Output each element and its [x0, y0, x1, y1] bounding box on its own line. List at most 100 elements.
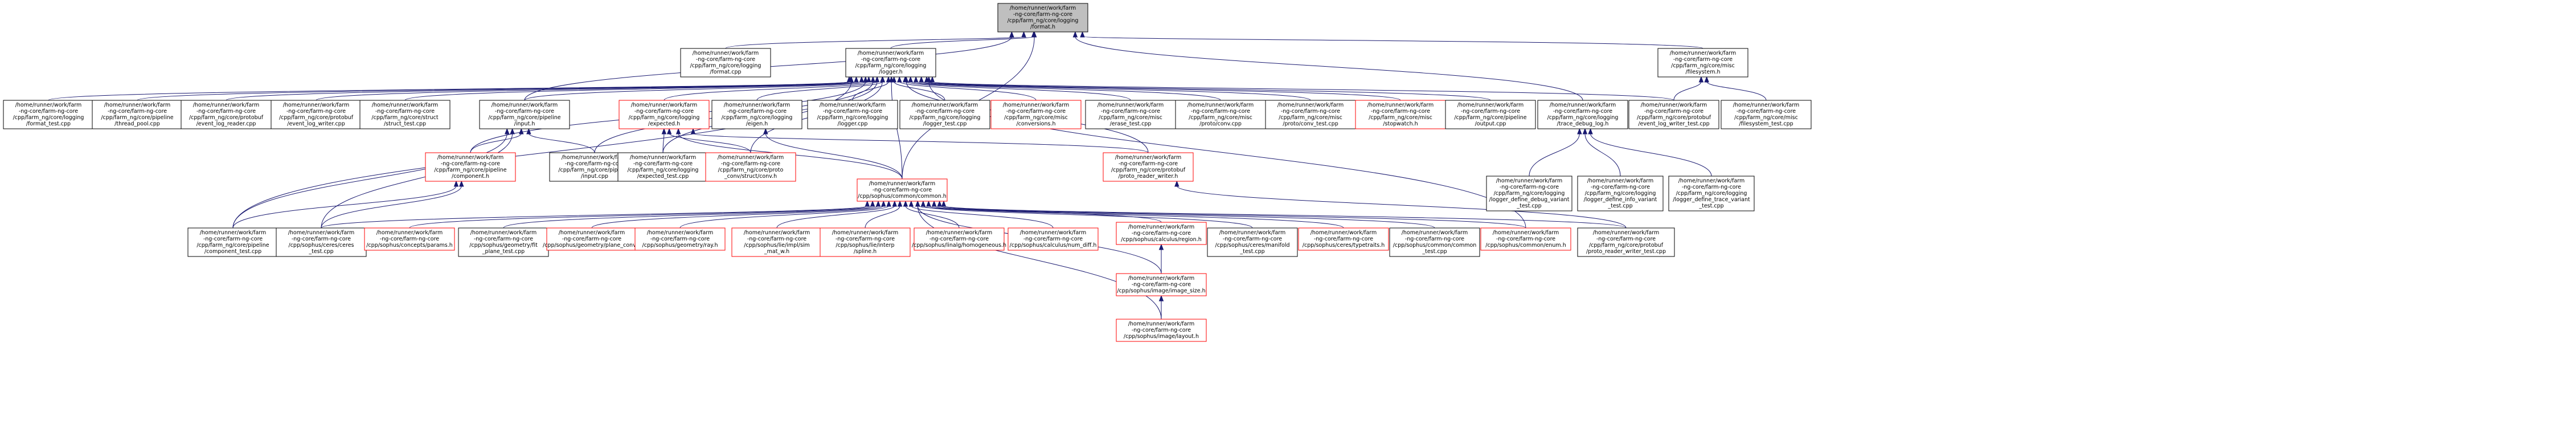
node-label-line: /cpp/sophus/concepts/params.h [366, 242, 453, 249]
node-format-h[interactable]: /home/runner/work/farm-ng-core/farm-ng-c… [997, 3, 1088, 32]
edge-line [1706, 81, 1767, 101]
edge-typetraits-to-common-h [926, 200, 1344, 229]
node-expected-test[interactable]: /home/runner/work/farm-ng-core/farm-ng-c… [617, 152, 708, 182]
node-box [1657, 48, 1748, 78]
node-format-test[interactable]: /home/runner/work/farm-ng-core/farm-ng-c… [3, 100, 94, 129]
node-label-line: -ng-core/farm-ng-core [292, 236, 351, 242]
node-spline-h: /home/runner/work/farm-ng-core/farm-ng-c… [820, 227, 911, 257]
node-component-test[interactable]: /home/runner/work/farm-ng-core/farm-ng-c… [187, 227, 279, 257]
edge-arrowhead [874, 76, 880, 83]
node-label-line: /cpp/farm_ng/core/pipeline [558, 167, 630, 173]
edge-arrowhead [1009, 31, 1014, 38]
node-proto-rw-test[interactable]: /home/runner/work/farm-ng-core/farm-ng-c… [1577, 227, 1675, 257]
node-label-line: -ng-core/farm-ng-core [1119, 161, 1178, 167]
node-input-h[interactable]: /home/runner/work/farm-ng-core/farm-ng-c… [479, 100, 570, 129]
node-label-line: /cpp/sophus/image/layout.h [1124, 333, 1199, 340]
node-debug-variant[interactable]: /home/runner/work/farm-ng-core/farm-ng-c… [1486, 176, 1572, 211]
node-label-line: /input.cpp [581, 173, 608, 180]
node-logger-h[interactable]: /home/runner/work/farm-ng-core/farm-ng-c… [845, 48, 936, 78]
node-erase-test[interactable]: /home/runner/work/farm-ng-core/farm-ng-c… [1085, 100, 1176, 129]
node-box [1008, 227, 1099, 251]
node-label-line: /event_log_reader.cpp [196, 121, 256, 127]
node-proto-conv[interactable]: /home/runner/work/farm-ng-core/farm-ng-c… [1175, 100, 1266, 129]
node-label-line: /erase_test.cpp [1110, 121, 1152, 127]
node-label-line: /component_test.cpp [204, 249, 261, 255]
node-label-line: /home/runner/work/farm [1670, 50, 1737, 56]
edge-arrowhead [849, 76, 854, 83]
edge-enum-h-to-common-h [937, 200, 1526, 229]
node-box [1116, 319, 1207, 342]
node-trace-variant[interactable]: /home/runner/work/farm-ng-core/farm-ng-c… [1668, 176, 1755, 211]
edge-arrowhead [913, 76, 919, 83]
node-ceres-test[interactable]: /home/runner/work/farm-ng-core/farm-ng-c… [276, 227, 367, 257]
node-logger-cpp[interactable]: /home/runner/work/farm-ng-core/farm-ng-c… [807, 100, 898, 129]
node-event-log-writer[interactable]: /home/runner/work/farm-ng-core/farm-ng-c… [271, 100, 362, 129]
node-output-cpp[interactable]: /home/runner/work/farm-ng-core/farm-ng-c… [1445, 100, 1536, 129]
edge-arrowhead [690, 128, 696, 135]
node-label-line: /logger_define_info_variant [1584, 197, 1657, 203]
node-box [711, 100, 802, 129]
node-box [1207, 227, 1298, 257]
node-filesystem-h[interactable]: /home/runner/work/farm-ng-core/farm-ng-c… [1657, 48, 1748, 78]
node-fit-plane-test[interactable]: /home/runner/work/farm-ng-core/farm-ng-c… [458, 227, 549, 257]
node-proto-conv-test[interactable]: /home/runner/work/farm-ng-core/farm-ng-c… [1265, 100, 1356, 129]
node-box [1389, 227, 1480, 257]
node-event-log-reader[interactable]: /home/runner/work/farm-ng-core/farm-ng-c… [181, 100, 272, 129]
node-label-line: -ng-core/farm-ng-core [19, 108, 78, 115]
node-thread-pool[interactable]: /home/runner/work/farm-ng-core/farm-ng-c… [92, 100, 183, 129]
node-layer: /home/runner/work/farm -ng-core/farm-ng-c… [3, 3, 1812, 342]
node-label-line: /spline.h [854, 249, 877, 255]
edge-arrowhead [926, 76, 932, 83]
node-common-test[interactable]: /home/runner/work/farm-ng-core/farm-ng-c… [1389, 227, 1480, 257]
node-manifold-test[interactable]: /home/runner/work/farm-ng-core/farm-ng-c… [1207, 227, 1298, 257]
edge-sim-mat-w-to-common-h [776, 200, 898, 229]
node-label-line: /cpp/sophus/geometry/fit [469, 242, 538, 249]
node-label-line: /home/runner/work/farm [562, 154, 628, 161]
node-label-line: -ng-core/farm-ng-core [1553, 108, 1612, 115]
edge-filesystem-h-to-format-h [1080, 31, 1703, 49]
node-box [807, 100, 898, 129]
node-label-line: /home/runner/work/farm [820, 102, 886, 108]
node-event-log-writer-test[interactable]: /home/runner/work/farm-ng-core/farm-ng-c… [1628, 100, 1719, 129]
node-box [364, 227, 455, 251]
edge-line [776, 205, 895, 229]
node-trace-debug-log[interactable]: /home/runner/work/farm-ng-core/farm-ng-c… [1537, 100, 1628, 129]
edge-arrowhead [1072, 31, 1078, 38]
edge-ceres-test-to-input-h [321, 128, 515, 229]
node-label-line: /cpp/sophus/ceres/ceres [289, 242, 354, 249]
node-logger-test[interactable]: /home/runner/work/farm-ng-core/farm-ng-c… [899, 100, 990, 129]
edge-arrowhead [675, 128, 681, 135]
node-label-line: /cpp/farm_ng/core/misc [1279, 115, 1342, 121]
node-label-line: -ng-core/farm-ng-core [696, 56, 755, 63]
edge-arrowhead [661, 128, 667, 135]
node-label-line: /stopwatch.h [1383, 121, 1418, 127]
node-label-line: /cpp/farm_ng/core/logging [690, 63, 761, 69]
node-params-h: /home/runner/work/farm-ng-core/farm-ng-c… [364, 227, 455, 251]
edge-line [226, 81, 851, 101]
edge-line [894, 81, 945, 101]
node-eigen-h[interactable]: /home/runner/work/farm-ng-core/farm-ng-c… [711, 100, 802, 129]
node-label-line: /cpp/sophus/common/common.h [858, 193, 947, 199]
node-label-line: /home/runner/work/farm [1493, 230, 1559, 236]
node-struct-test[interactable]: /home/runner/work/farm-ng-core/farm-ng-c… [359, 100, 451, 129]
node-format-cpp[interactable]: /home/runner/work/farm-ng-core/farm-ng-c… [680, 48, 771, 78]
node-label-line: /cpp/farm_ng/core/misc [1734, 115, 1798, 121]
node-label-line: /cpp/farm_ng/core/pipeline [196, 242, 269, 249]
node-label-line: -ng-core/farm-ng-core [1006, 108, 1066, 115]
edge-proto-rw-test-to-proto-reader-writer [1174, 180, 1627, 229]
edge-spline-h-to-common-h [865, 200, 903, 229]
edge-line [1584, 133, 1621, 177]
edge-arrowhead [870, 76, 876, 83]
node-filesystem-test[interactable]: /home/runner/work/farm-ng-core/farm-ng-c… [1721, 100, 1812, 129]
node-label-line: /cpp/farm_ng/core/misc [1369, 115, 1432, 121]
node-box [425, 152, 516, 182]
node-label-line: -ng-core/farm-ng-core [375, 108, 435, 115]
edge-arrowhead [875, 200, 881, 207]
edge-arrowhead [865, 200, 870, 207]
node-label-line: /cpp/farm_ng/core/logging [629, 115, 700, 121]
node-label-line: _mat_w.h [764, 249, 789, 255]
node-info-variant[interactable]: /home/runner/work/farm-ng-core/farm-ng-c… [1577, 176, 1664, 211]
edge-line [910, 81, 1221, 101]
edge-arrowhead [937, 200, 942, 207]
